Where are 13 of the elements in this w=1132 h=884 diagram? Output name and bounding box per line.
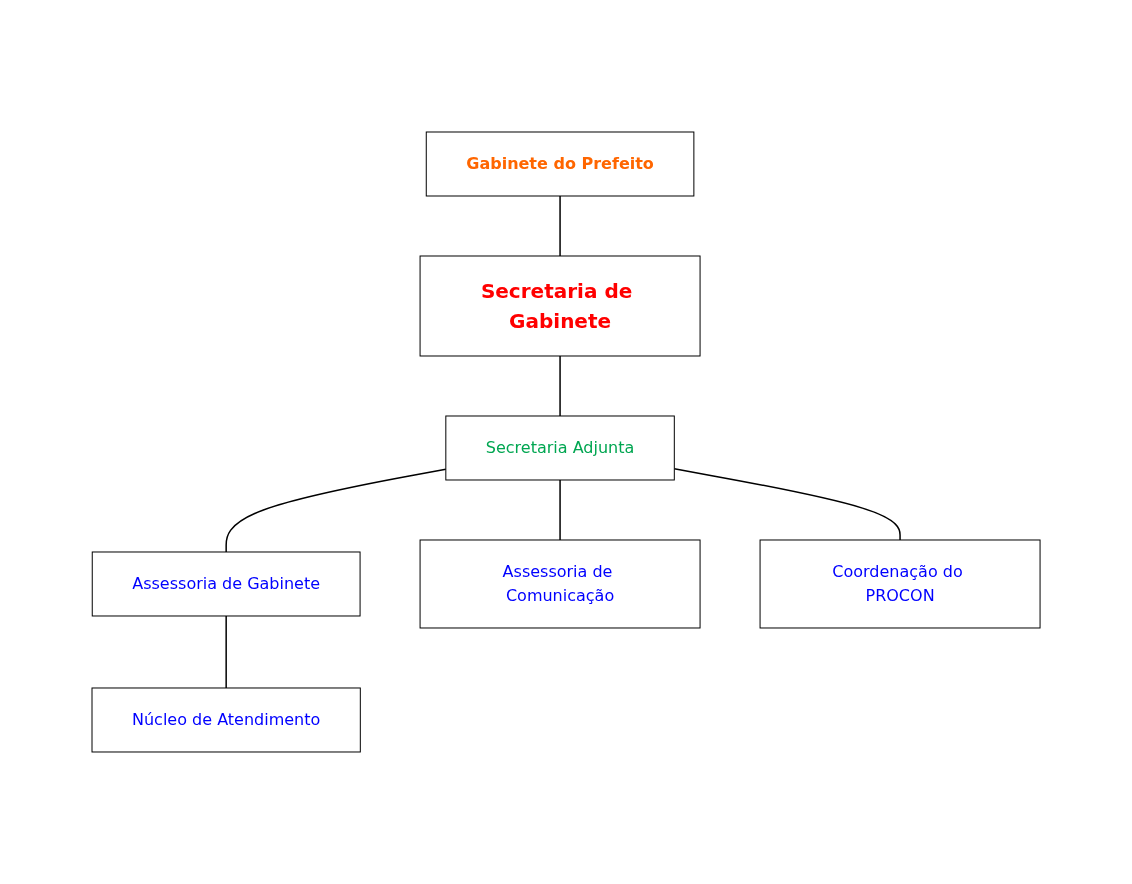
node-box: Núcleo de Atendimento <box>91 687 361 753</box>
node-box: Coordenação do PROCON <box>759 539 1041 629</box>
connector <box>225 468 447 553</box>
connector <box>225 615 227 689</box>
node-box: Gabinete do Prefeito <box>425 131 695 197</box>
connector <box>673 468 901 541</box>
connector <box>559 195 561 257</box>
connector <box>559 355 561 417</box>
connector <box>559 479 561 541</box>
node-box: Secretaria de Gabinete <box>419 255 701 357</box>
node-box: Secretaria Adjunta <box>445 415 675 481</box>
node-box: Assessoria de Gabinete <box>91 551 361 617</box>
node-box: Assessoria de Comunicação <box>419 539 701 629</box>
